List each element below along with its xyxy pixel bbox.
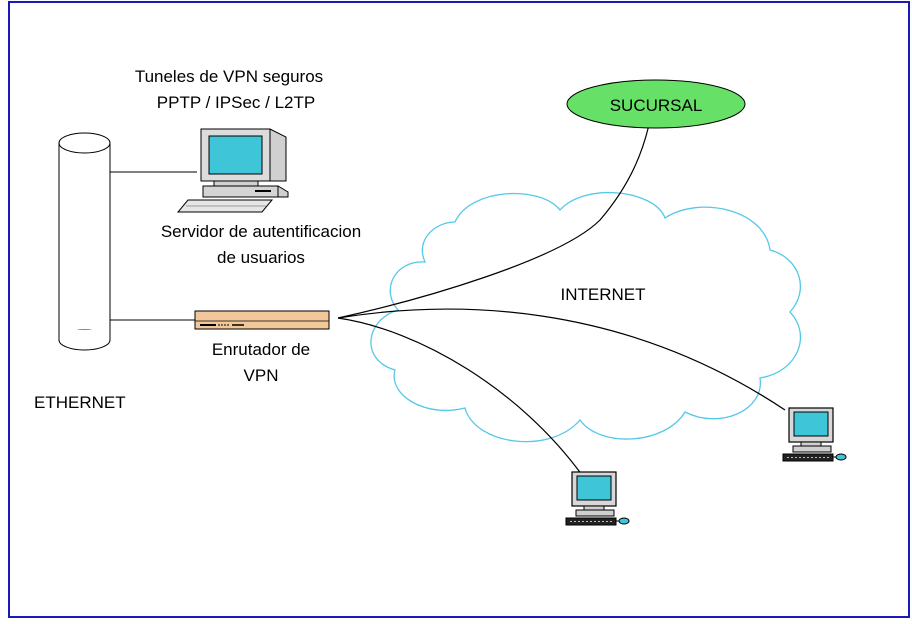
branch-link-curve [337,109,653,319]
remote-computer-icon [565,471,630,526]
router-label-line2: VPN [244,366,279,385]
diagram-frame [8,1,910,618]
ethernet-label: ETHERNET [34,393,126,412]
auth-server-label-line1: Servidor de autentificacion [161,222,361,241]
router-label-line1: Enrutador de [212,340,310,359]
internet-label: INTERNET [561,285,646,304]
vpn-tunnels-label-line1: Tuneles de VPN seguros [135,67,323,86]
remote-computer-icon [782,407,847,462]
internet-cloud-icon [370,191,801,443]
server-computer-icon [176,128,289,213]
vpn-tunnels-label-line2: PPTP / IPSec / L2TP [157,93,315,112]
vpn-router-icon [194,310,330,330]
remote-pc-bottom-curve [337,317,583,476]
branch-node: SUCURSAL [566,79,746,129]
auth-server-label-line2: de usuarios [217,248,305,267]
branch-label: SUCURSAL [610,96,703,115]
ethernet-bus-icon [58,132,111,351]
remote-pc-right-curve [337,308,786,411]
